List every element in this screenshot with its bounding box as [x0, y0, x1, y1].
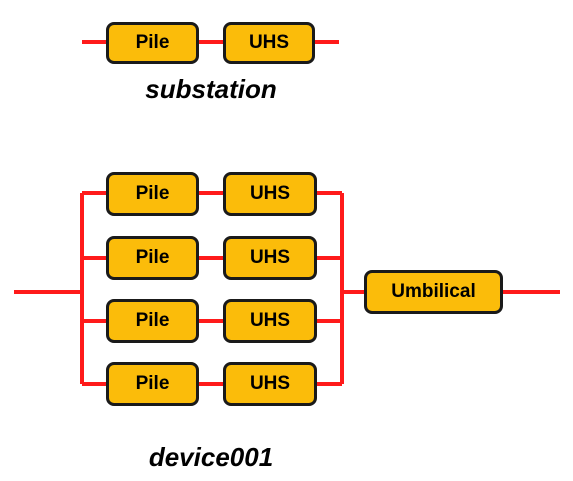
string-1-uhs-block: UHS [223, 172, 317, 216]
string-2-uhs-block: UHS [223, 236, 317, 280]
substation-pile-block: Pile [106, 22, 199, 64]
string-1-pile-block: Pile [106, 172, 199, 216]
string-4-pile-block: Pile [106, 362, 199, 406]
device-caption: device001 [148, 442, 274, 472]
umbilical-block: Umbilical [364, 270, 503, 314]
string-2-pile-block: Pile [106, 236, 199, 280]
string-3-uhs-block: UHS [223, 299, 317, 343]
substation-uhs-block: UHS [223, 22, 315, 64]
string-4-uhs-block: UHS [223, 362, 317, 406]
device-connectors [14, 191, 560, 386]
substation-caption: substation [145, 74, 277, 104]
string-3-pile-block: Pile [106, 299, 199, 343]
